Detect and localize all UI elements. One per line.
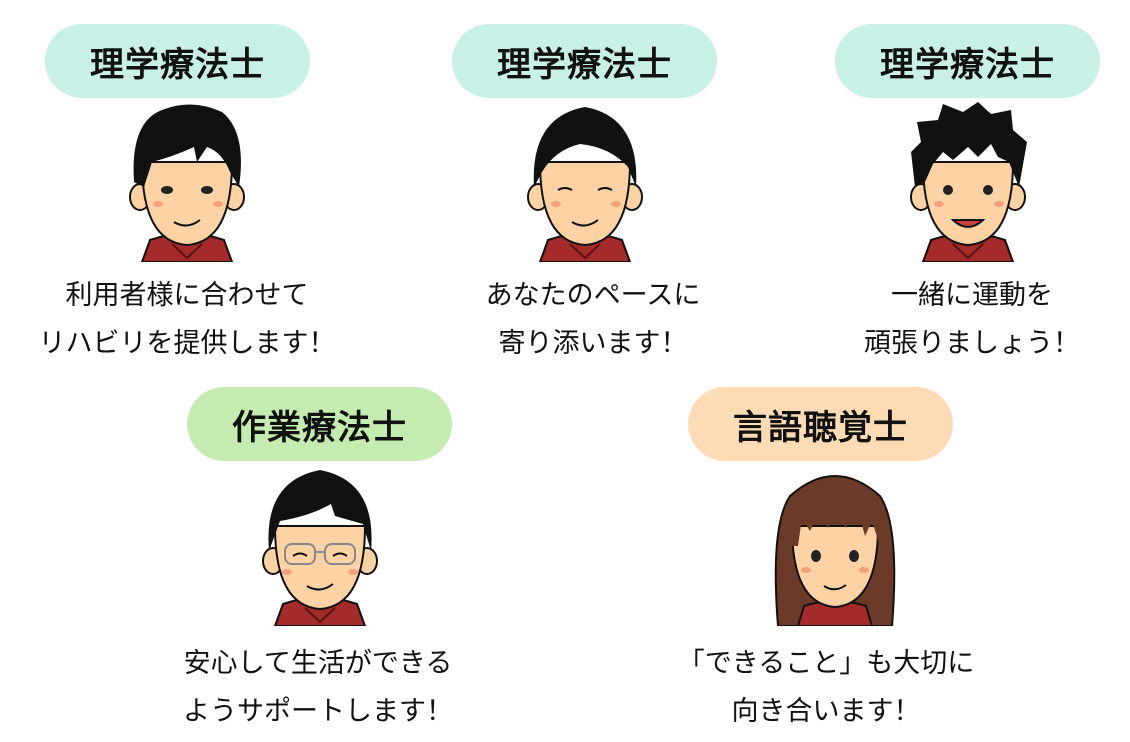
description-line: 利用者様に合わせて [65,280,309,311]
description-ot: 安心して生活ができる ようサポートします！ [108,640,528,736]
role-badge-pt-1: 理学療法士 [45,24,310,98]
description-line: ようサポートします！ [183,696,453,727]
description-pt-3: 一緒に運動を 頑張りましょう！ [762,272,1130,368]
description-line: 寄り添います！ [498,328,688,359]
description-line: 頑張りましょう！ [864,328,1080,359]
man-short-hair-icon [122,102,252,263]
description-pt-1: 利用者様に合わせて リハビリを提供します！ [0,272,397,368]
role-badge-pt-3: 理学療法士 [835,24,1100,98]
role-badge-pt-2: 理学療法士 [452,24,717,98]
man-smiling-closed-eyes-icon [520,102,650,263]
description-st: 「できること」も大切に 向き合います！ [616,640,1036,736]
description-line: 向き合います！ [731,696,921,727]
woman-long-hair-icon [770,466,900,627]
description-line: リハビリを提供します！ [38,328,336,359]
description-line: あなたのペースに [485,280,701,311]
role-badge-st: 言語聴覚士 [688,387,953,461]
description-line: 「できること」も大切に [677,648,975,679]
description-line: 一緒に運動を [891,280,1053,311]
description-line: 安心して生活ができる [183,648,453,679]
role-badge-ot: 作業療法士 [187,387,452,461]
man-glasses-icon [255,466,385,627]
description-pt-2: あなたのペースに 寄り添います！ [383,272,803,368]
man-spiky-hair-icon [903,102,1033,263]
